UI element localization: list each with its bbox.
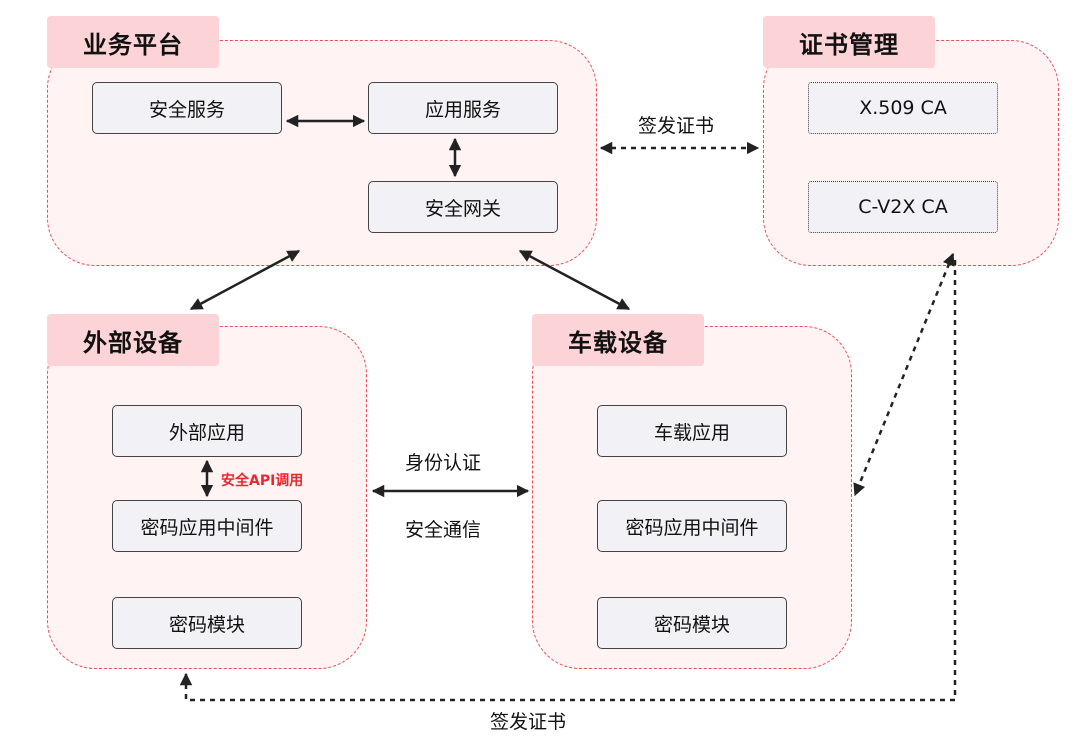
node-external-crypto-module[interactable]: 密码模块 — [112, 597, 302, 649]
edge-label-issue-cert-top: 签发证书 — [638, 115, 715, 137]
edge-label-identity-auth: 身份认证 — [405, 452, 482, 474]
edge-cert-vehicle — [853, 252, 955, 497]
node-app-service[interactable]: 应用服务 — [368, 82, 558, 134]
node-cv2x-ca[interactable]: C-V2X CA — [808, 181, 998, 233]
node-external-app[interactable]: 外部应用 — [112, 405, 302, 457]
node-security-service[interactable]: 安全服务 — [92, 82, 282, 134]
group-vehicle-device-title: 车载设备 — [532, 314, 704, 366]
group-external-device-title: 外部设备 — [47, 314, 219, 366]
node-vehicle-crypto-module[interactable]: 密码模块 — [597, 597, 787, 649]
edge-label-secure-api-call: 安全API调用 — [221, 473, 304, 489]
node-vehicle-crypto-middleware[interactable]: 密码应用中间件 — [597, 500, 787, 552]
node-vehicle-app[interactable]: 车载应用 — [597, 405, 787, 457]
edge-label-issue-cert-bottom: 签发证书 — [490, 711, 567, 733]
node-security-gateway[interactable]: 安全网关 — [368, 181, 558, 233]
edge-label-secure-comm: 安全通信 — [405, 519, 482, 541]
node-x509-ca[interactable]: X.509 CA — [808, 82, 998, 134]
group-business-platform-title: 业务平台 — [47, 16, 219, 68]
group-cert-management-title: 证书管理 — [763, 16, 935, 68]
node-external-crypto-middleware[interactable]: 密码应用中间件 — [112, 500, 302, 552]
